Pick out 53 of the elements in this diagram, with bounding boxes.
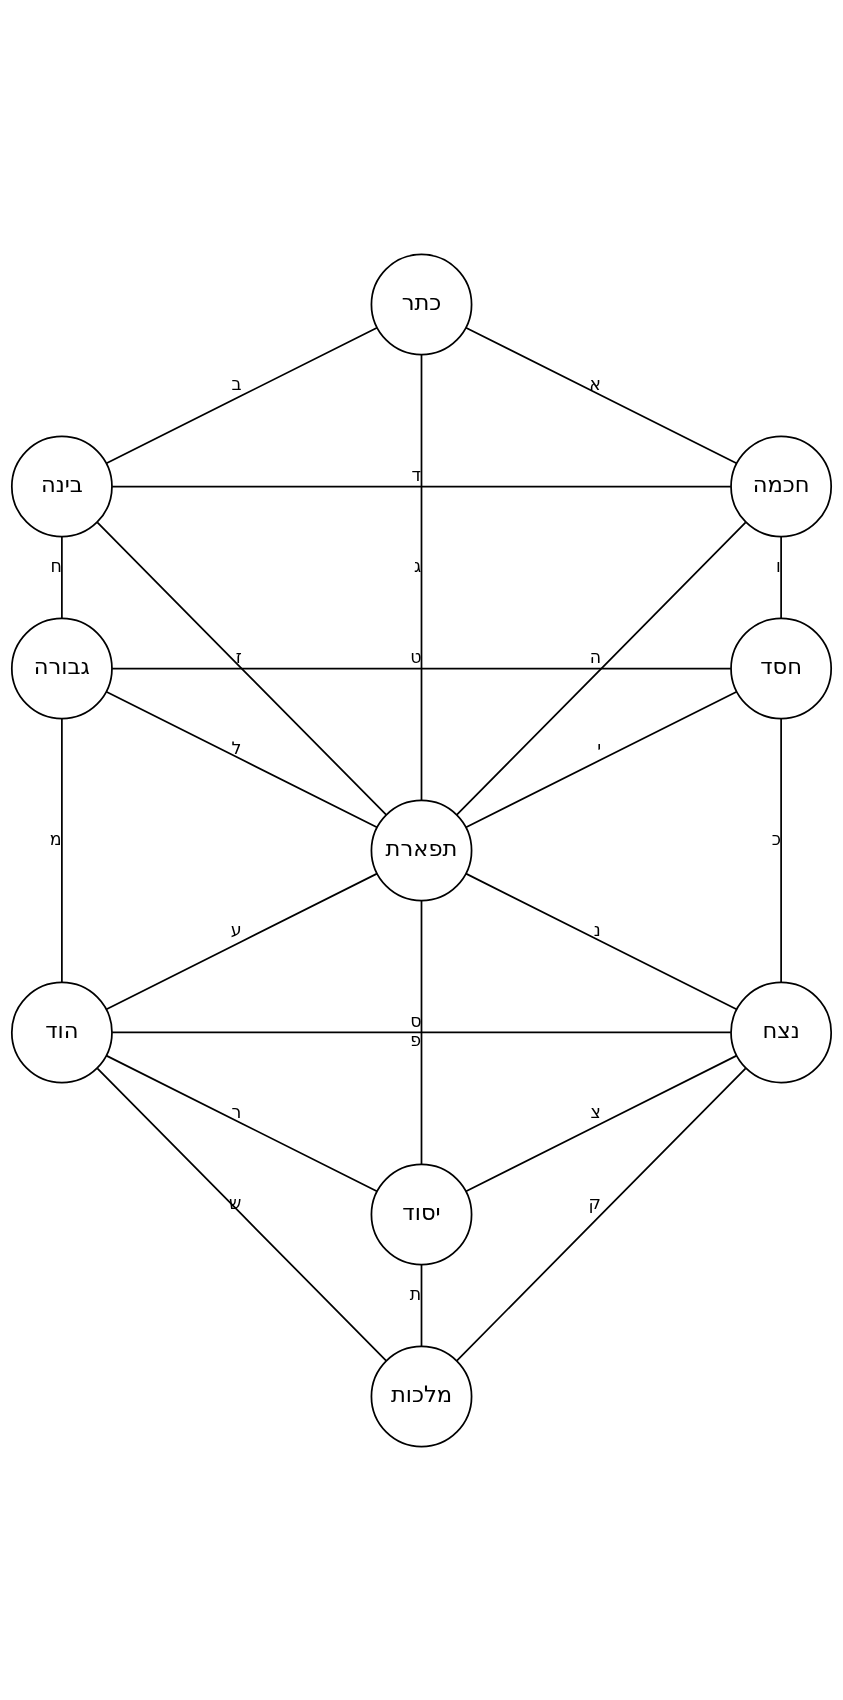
edge-label: ז xyxy=(235,646,242,667)
edge-label: ו xyxy=(776,555,781,576)
connector xyxy=(465,872,738,1010)
connector xyxy=(420,353,423,801)
node-circle: נצח xyxy=(730,981,833,1083)
connector xyxy=(465,326,738,464)
connector xyxy=(105,690,378,828)
connector xyxy=(61,535,63,619)
node-circle: הוד xyxy=(10,981,113,1083)
edge-label: ד xyxy=(411,464,421,485)
edge-label: ט xyxy=(410,646,422,667)
edge-label: ח xyxy=(50,555,62,576)
connector xyxy=(105,326,378,464)
connector xyxy=(780,535,782,619)
connector xyxy=(465,1054,738,1192)
edge-label: ע xyxy=(230,919,242,940)
edge-label: פ xyxy=(410,1029,422,1050)
edge-label: כ xyxy=(771,828,781,849)
edge-label: ל xyxy=(231,737,242,758)
connector xyxy=(420,1263,423,1347)
edge-label: ג xyxy=(413,555,422,576)
edge-label: צ xyxy=(590,1101,601,1122)
node-circle: בינה xyxy=(10,435,113,537)
connector xyxy=(105,1054,378,1192)
node-circle: גבורה xyxy=(10,617,113,719)
connector xyxy=(96,1067,388,1362)
connector xyxy=(455,1067,747,1362)
connector xyxy=(780,717,782,983)
edge-label: ת xyxy=(409,1283,422,1304)
connector xyxy=(111,667,732,669)
edge-label: ה xyxy=(589,646,602,667)
connector xyxy=(111,485,732,487)
connector xyxy=(105,872,378,1010)
node-circle: חסד xyxy=(730,617,833,719)
edge-label: א xyxy=(589,373,601,394)
node-circle: חכמה xyxy=(730,435,833,537)
edge-label: ב xyxy=(231,373,242,394)
connector xyxy=(61,717,63,983)
node-circle: מלכות xyxy=(370,1345,473,1447)
edge-label: נ xyxy=(593,919,601,940)
node-circle: יסוד xyxy=(370,1163,473,1265)
edge-label: ס xyxy=(410,1010,422,1031)
connector xyxy=(455,521,747,816)
connector xyxy=(465,690,738,828)
node-circle: כתר xyxy=(370,253,473,355)
connector xyxy=(96,521,388,816)
connector xyxy=(111,1031,732,1033)
node-circle: תפארת xyxy=(370,799,473,901)
edge-label: ק xyxy=(588,1192,601,1213)
edge-label: ר xyxy=(231,1101,242,1122)
connector xyxy=(420,899,423,1165)
edge-label: מ xyxy=(49,828,62,849)
edge-label: י xyxy=(597,737,602,758)
